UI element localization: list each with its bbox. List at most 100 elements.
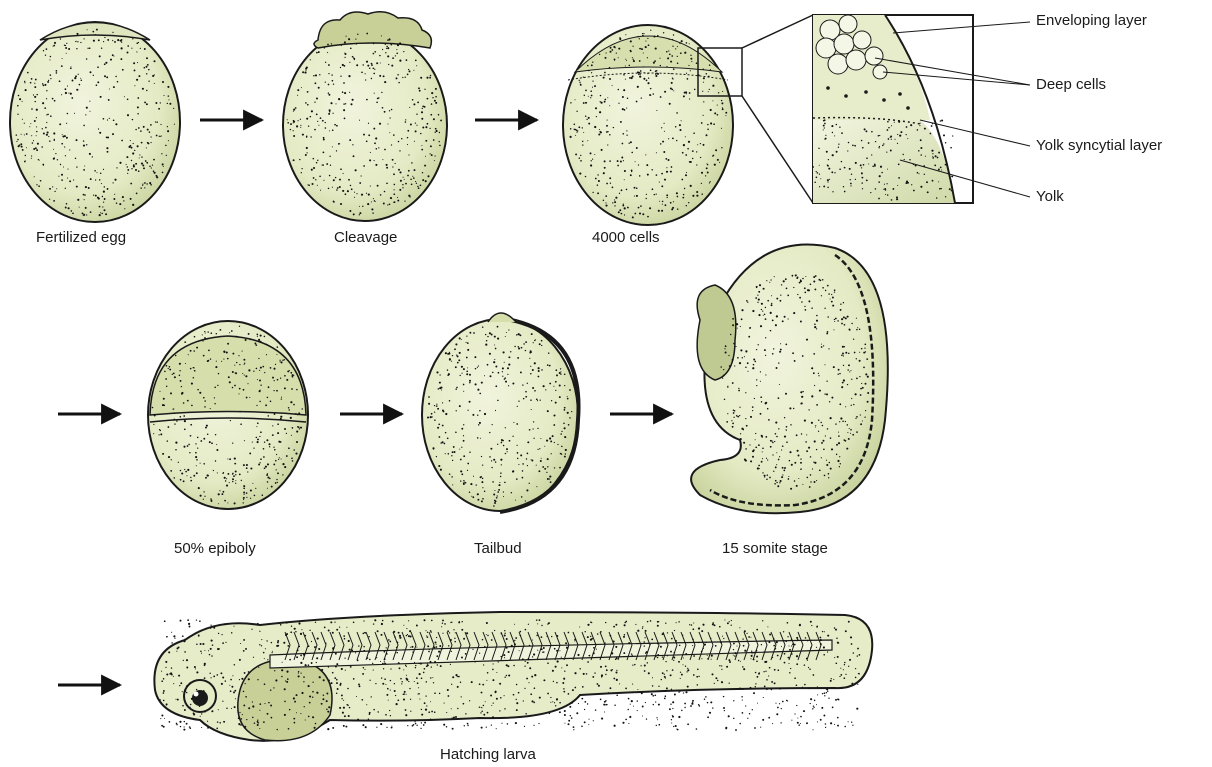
- stipple-dot: [822, 631, 823, 632]
- stipple-dot: [424, 89, 425, 90]
- stipple-dot: [414, 662, 415, 663]
- stipple-dot: [472, 496, 474, 498]
- stipple-dot: [131, 48, 132, 49]
- stipple-dot: [374, 619, 376, 621]
- stipple-dot: [386, 48, 387, 49]
- stipple-dot: [436, 405, 438, 407]
- stipple-dot: [804, 684, 806, 686]
- stipple-dot: [624, 207, 626, 209]
- stipple-dot: [647, 73, 648, 74]
- stipple-dot: [421, 677, 423, 679]
- stipple-dot: [66, 123, 67, 124]
- stipple-dot: [219, 329, 221, 331]
- stipple-dot: [639, 212, 641, 214]
- stipple-dot: [588, 96, 589, 97]
- stipple-dot: [258, 667, 259, 668]
- stipple-dot: [760, 325, 762, 327]
- stipple-dot: [763, 697, 764, 698]
- stipple-dot: [657, 625, 659, 627]
- stipple-dot: [576, 111, 577, 112]
- stipple-dot: [296, 389, 297, 390]
- stipple-dot: [224, 500, 226, 502]
- stipple-dot: [851, 722, 852, 723]
- stipple-dot: [532, 656, 533, 657]
- stipple-dot: [854, 145, 856, 147]
- stipple-dot: [508, 385, 509, 386]
- stipple-dot: [390, 680, 391, 681]
- stipple-dot: [154, 172, 156, 174]
- stipple-dot: [832, 191, 833, 192]
- stipple-dot: [723, 638, 724, 639]
- stipple-dot: [751, 655, 753, 657]
- stipple-dot: [332, 632, 334, 634]
- stipple-dot: [54, 140, 55, 141]
- stipple-dot: [556, 374, 558, 376]
- stipple-dot: [430, 145, 432, 147]
- stipple-dot: [135, 129, 137, 131]
- stipple-dot: [619, 37, 620, 38]
- stipple-dot: [501, 723, 502, 724]
- stipple-dot: [303, 676, 305, 678]
- stipple-dot: [304, 635, 306, 637]
- stipple-dot: [807, 640, 808, 641]
- stipple-dot: [227, 502, 228, 503]
- stipple-dot: [208, 350, 210, 352]
- stipple-dot: [828, 168, 830, 170]
- stipple-dot: [36, 184, 37, 185]
- stipple-dot: [356, 64, 358, 66]
- stipple-dot: [316, 52, 318, 54]
- stipple-dot: [592, 192, 593, 193]
- stipple-dot: [907, 138, 908, 139]
- stipple-dot: [112, 40, 113, 41]
- stipple-dot: [442, 622, 443, 623]
- stipple-dot: [102, 196, 103, 197]
- stipple-dot: [35, 79, 37, 81]
- stipple-dot: [297, 649, 299, 651]
- stipple-dot: [380, 194, 382, 196]
- stipple-dot: [819, 390, 821, 392]
- stipple-dot: [415, 130, 417, 132]
- stipple-dot: [493, 505, 495, 507]
- stipple-dot: [95, 195, 97, 197]
- stipple-dot: [661, 210, 663, 212]
- stipple-dot: [380, 634, 382, 636]
- stipple-dot: [301, 87, 302, 88]
- stipple-dot: [848, 438, 850, 440]
- stipple-dot: [668, 159, 670, 161]
- stipple-dot: [565, 449, 567, 451]
- stipple-dot: [185, 471, 187, 473]
- stipple-dot: [200, 651, 202, 653]
- stipple-dot: [823, 129, 824, 130]
- stipple-dot: [81, 80, 83, 82]
- stipple-dot: [687, 78, 689, 80]
- stipple-dot: [740, 661, 741, 662]
- stipple-dot: [305, 102, 307, 104]
- stipple-dot: [314, 727, 316, 729]
- stipple-dot: [310, 136, 311, 137]
- stipple-dot: [837, 656, 839, 658]
- stipple-dot: [498, 489, 500, 491]
- stipple-dot: [810, 703, 811, 704]
- stipple-dot: [692, 150, 694, 152]
- stipple-dot: [211, 655, 213, 657]
- stipple-dot: [156, 176, 158, 178]
- stipple-dot: [196, 689, 198, 691]
- stipple-dot: [849, 659, 851, 661]
- stipple-dot: [201, 653, 202, 654]
- stipple-dot: [181, 393, 183, 395]
- stipple-dot: [292, 460, 294, 462]
- stipple-dot: [386, 653, 388, 655]
- stipple-dot: [588, 70, 589, 71]
- stipple-dot: [85, 186, 87, 188]
- stipple-dot: [794, 713, 795, 714]
- stipple-dot: [405, 121, 407, 123]
- stipple-dot: [531, 409, 532, 410]
- stipple-dot: [822, 693, 823, 694]
- stipple-dot: [904, 159, 905, 160]
- stipple-dot: [750, 327, 751, 328]
- stipple-dot: [770, 330, 772, 332]
- stipple-dot: [684, 707, 685, 708]
- stipple-dot: [403, 177, 404, 178]
- stipple-dot: [597, 192, 599, 194]
- stipple-dot: [184, 428, 186, 430]
